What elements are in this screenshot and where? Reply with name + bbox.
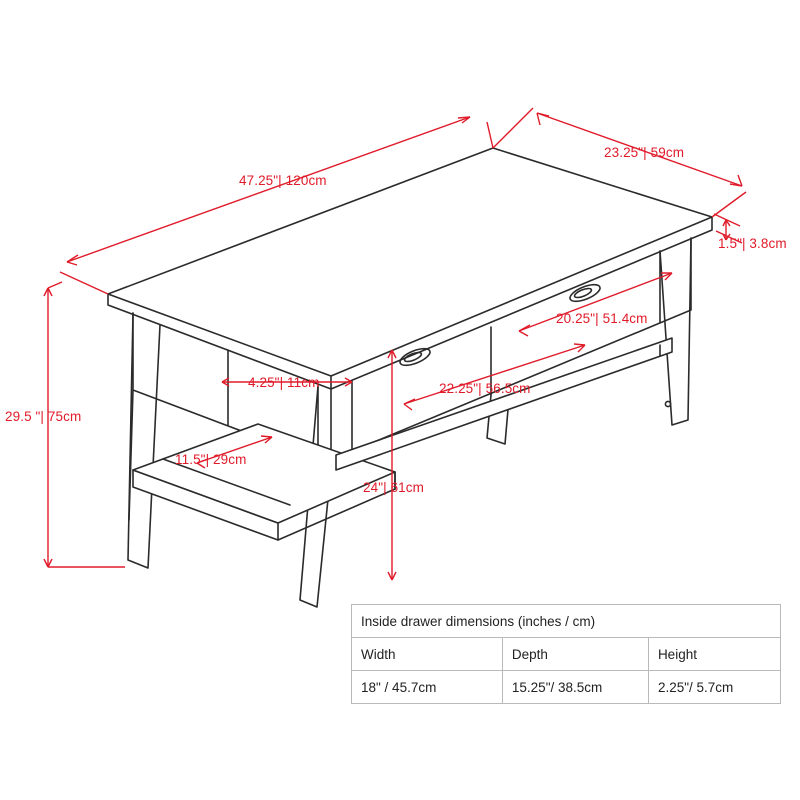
table-header-width: Width — [351, 637, 503, 671]
table-row-values: 18" / 45.7cm 15.25"/ 38.5cm 2.25"/ 5.7cm — [351, 670, 782, 704]
dimension-label-width-top: 47.25"| 120cm — [239, 173, 327, 188]
dimension-lines — [43, 107, 747, 581]
dimension-label-depth-top: 23.25"| 59cm — [604, 145, 685, 160]
table-row-headers: Width Depth Height — [351, 637, 782, 671]
table-cell-width-value: 18" / 45.7cm — [351, 670, 503, 704]
table-outline — [107, 147, 713, 608]
dimension-label-shelf-width: 22.25"| 56.5cm — [439, 381, 531, 396]
dimension-label-drawer-front-height: 4.25"| 11cm — [248, 375, 320, 390]
dimension-label-drawer-span: 20.25"| 51.4cm — [556, 311, 648, 326]
dimension-label-top-thickness: 1.5"| 3.8cm — [718, 236, 787, 251]
table-cell-depth-value: 15.25"/ 38.5cm — [501, 670, 649, 704]
dimension-label-shelf-depth: 11.5"| 29cm — [175, 452, 247, 467]
table-row-caption: Inside drawer dimensions (inches / cm) — [351, 604, 781, 638]
dimension-label-overall-height: 29.5 "| 75cm — [5, 409, 82, 424]
table-cell-height-value: 2.25"/ 5.7cm — [647, 670, 782, 704]
inside-drawer-dimensions-table: Inside drawer dimensions (inches / cm) W… — [351, 604, 782, 704]
table-caption: Inside drawer dimensions (inches / cm) — [351, 604, 781, 638]
table-header-depth: Depth — [501, 637, 649, 671]
dimension-label-shelf-length: 24"| 61cm — [363, 480, 424, 495]
table-header-height: Height — [647, 637, 782, 671]
